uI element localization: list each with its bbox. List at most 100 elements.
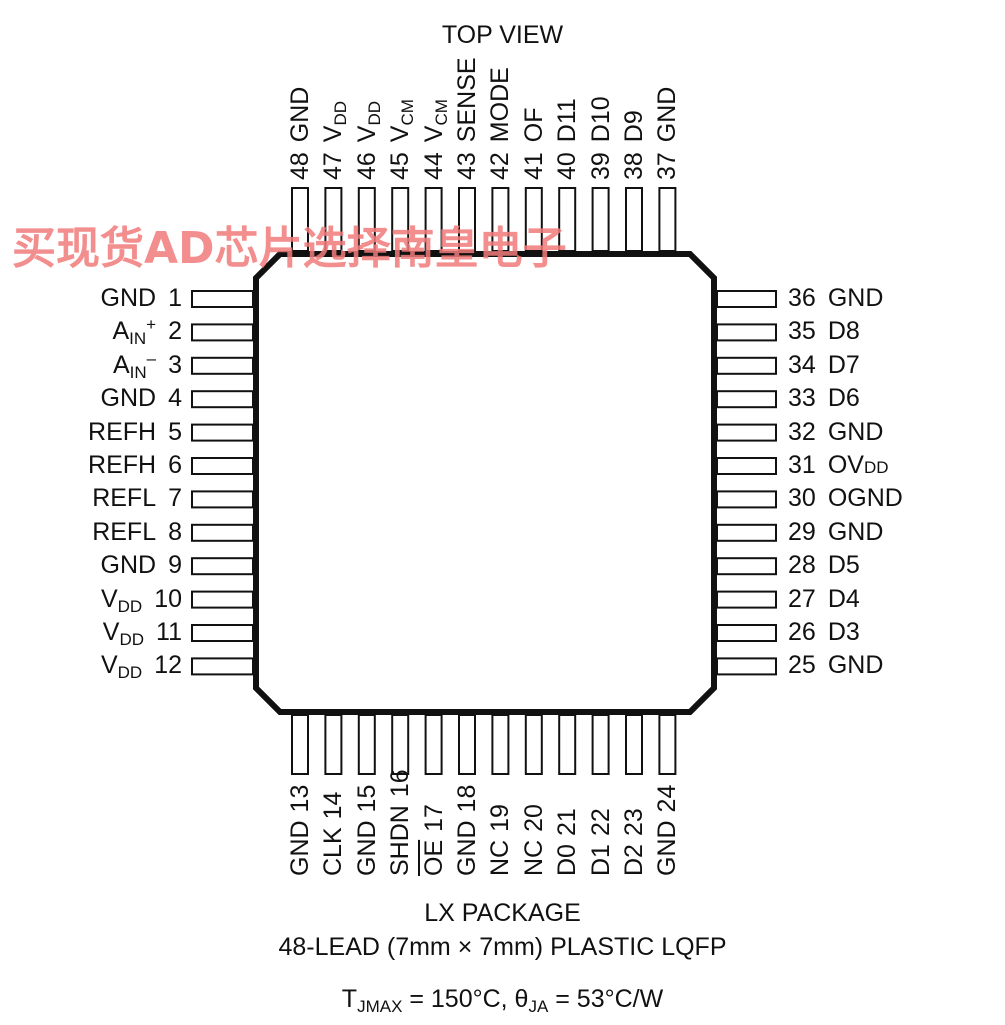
pin-label-left: GND 9 xyxy=(101,551,182,579)
pin-label-top: 41 OF xyxy=(520,107,548,180)
pin-lead-left xyxy=(191,624,254,642)
pin-lead-bottom xyxy=(524,714,543,775)
pin-name: GND xyxy=(286,820,314,876)
pin-lead-right xyxy=(716,624,777,642)
pin-label-bottom: CLK 14 xyxy=(319,792,347,876)
pin-name-subscript: DD xyxy=(117,596,143,616)
pin-label-top: 40 D11 xyxy=(553,98,581,180)
pin-number: 23 xyxy=(620,808,648,837)
pin-number: 40 xyxy=(553,152,582,180)
pin-lead-bottom xyxy=(324,714,343,775)
pin-name-subscript: IN xyxy=(129,329,147,349)
pin-lead-right xyxy=(716,590,777,609)
pin-number: 1 xyxy=(168,284,182,312)
pin-name: D0 xyxy=(553,844,582,876)
pin-lead-bottom xyxy=(458,714,476,775)
pin-label-right: 28 D5 xyxy=(788,551,860,579)
pin-label-bottom: NC 19 xyxy=(486,804,514,876)
pin-lead-left xyxy=(191,290,254,308)
pin-number: 29 xyxy=(788,517,816,546)
pin-label-right: 30 OGND xyxy=(788,484,903,512)
pin-label-right: 32 GND xyxy=(788,418,883,446)
pin-lead-bottom xyxy=(291,714,309,775)
pin-name: D7 xyxy=(827,350,860,379)
pin-lead-top xyxy=(558,187,577,252)
pin-name: A xyxy=(112,317,130,346)
pin-name-subscript: IN xyxy=(129,362,147,382)
pin-name: GND xyxy=(453,820,481,876)
pin-lead-right xyxy=(716,423,777,442)
pin-label-bottom: NC 20 xyxy=(520,804,548,876)
pin-lead-left xyxy=(191,523,254,542)
pin-number: 27 xyxy=(788,584,816,613)
pin-lead-left xyxy=(191,423,254,442)
pin-name: A xyxy=(112,350,130,379)
pin-name-subscript: DD xyxy=(364,100,384,126)
pin-label-left: REFL 7 xyxy=(92,484,182,512)
pin-label-right: 33 D6 xyxy=(788,384,860,412)
tj-symbol: T xyxy=(341,985,358,1013)
pin-label-left: AIN+ 2 xyxy=(112,315,182,349)
watermark-text: 买现货AD芯片选择南皇电子 xyxy=(12,223,567,274)
pin-number: 15 xyxy=(352,784,381,813)
pin-lead-right xyxy=(716,290,777,308)
pin-number: 26 xyxy=(788,618,816,646)
pin-name: V xyxy=(100,651,118,680)
pin-name: D8 xyxy=(827,317,860,346)
pin-name: V xyxy=(100,584,118,613)
pin-number: 31 xyxy=(788,451,816,479)
pin-name-subscript: CM xyxy=(431,99,451,126)
pin-label-right: 36 GND xyxy=(788,284,883,312)
pin-label-top: 39 D10 xyxy=(587,96,615,180)
pin-label-right: 26 D3 xyxy=(788,618,860,646)
pin-lead-top xyxy=(591,187,610,252)
pin-lead-top xyxy=(524,187,543,252)
pin-lead-top xyxy=(458,187,476,252)
pin-lead-left xyxy=(191,657,254,676)
pin-label-right: 29 GND xyxy=(788,518,883,546)
pin-number: 6 xyxy=(168,451,182,479)
pin-number: 42 xyxy=(486,152,515,180)
pin-number: 33 xyxy=(788,384,816,413)
pin-lead-top xyxy=(491,187,510,252)
pin-name: GND xyxy=(100,551,157,580)
pin-name-subscript: DD xyxy=(119,630,145,649)
pin-number: 34 xyxy=(788,350,816,379)
pin-name: GND xyxy=(827,651,884,680)
pin-name: V xyxy=(419,125,448,143)
pin-name: GND xyxy=(827,417,884,446)
pin-label-top: 47 VDD xyxy=(319,101,350,180)
pin-label-left: VDD 10 xyxy=(100,584,182,616)
pin-number: 35 xyxy=(788,317,816,346)
pin-number: 8 xyxy=(168,517,182,546)
pin-name: GND xyxy=(827,284,884,312)
package-body xyxy=(253,251,717,715)
pin-lead-bottom xyxy=(558,714,577,775)
pin-label-left: REFH 5 xyxy=(88,418,182,446)
pin-name: V xyxy=(386,125,415,143)
pin-lead-left xyxy=(191,457,254,475)
pin-number: 25 xyxy=(788,651,816,680)
pin-number: 24 xyxy=(653,784,682,813)
pin-number: 19 xyxy=(486,804,515,832)
pin-name: D1 xyxy=(586,844,615,876)
pin-label-top: 37 GND xyxy=(653,87,681,180)
package-name: LX PACKAGE xyxy=(424,899,581,927)
pin-name: NC xyxy=(519,839,548,876)
tj-subscript: JMAX xyxy=(357,997,403,1016)
pin-lead-left xyxy=(191,557,254,576)
pin-name: V xyxy=(352,125,381,143)
pin-label-left: GND 4 xyxy=(101,384,182,412)
pin-number: 45 xyxy=(386,152,415,180)
pin-label-top: 43 SENSE xyxy=(453,57,481,180)
pin-lead-top xyxy=(357,187,376,252)
pin-number: 4 xyxy=(168,384,182,413)
pin-lead-bottom xyxy=(424,714,443,775)
pin-name-superscript: + xyxy=(146,315,157,335)
pin-label-bottom: SHDN 16 xyxy=(386,769,414,876)
pin-label-top: 44 VCM xyxy=(419,99,451,180)
pin-number: 30 xyxy=(788,484,816,513)
pin-name: CLK xyxy=(319,827,348,876)
thermal-spec: TJMAX = 150°C, θJA = 53°C/W xyxy=(0,984,1005,1016)
pin-lead-top xyxy=(291,187,309,252)
